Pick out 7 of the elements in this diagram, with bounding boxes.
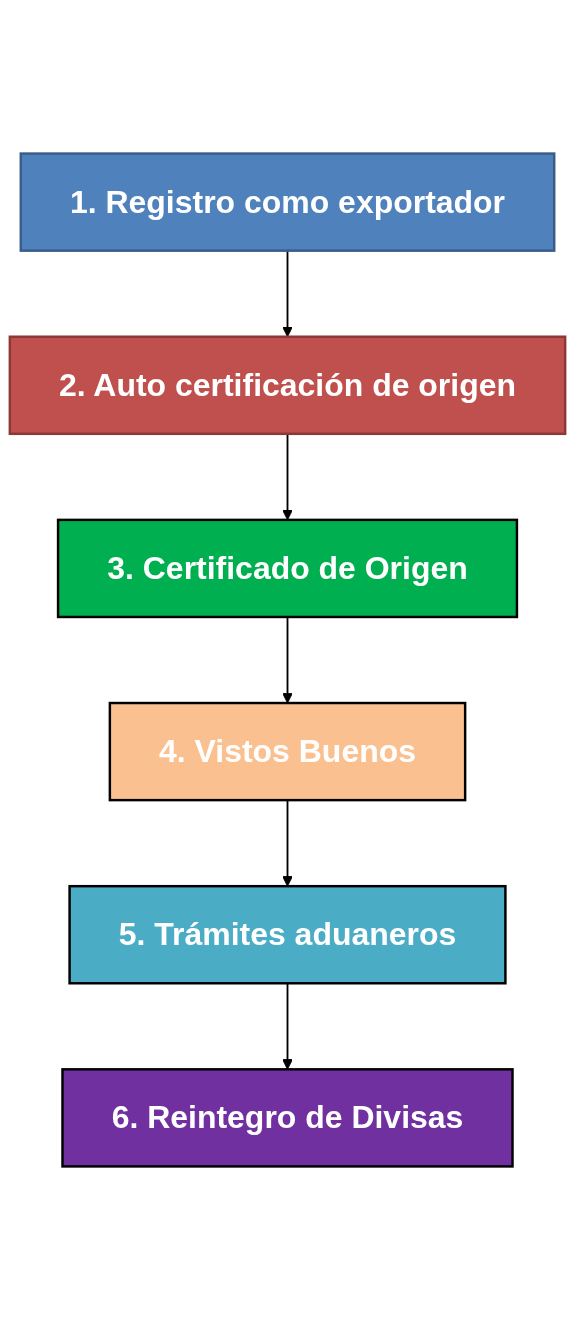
node-box: 2. Auto certificación de origen [8,335,567,436]
node-box: 1. Registro como exportador [19,152,556,252]
node-box: 6. Reintegro de Divisas [61,1068,514,1168]
arrow [282,616,293,704]
node-box: 4. Vistos Buenos [108,701,467,802]
node-box: 5. Trámites aduaneros [68,884,507,985]
node-box: 3. Certificado de Origen [56,518,519,619]
